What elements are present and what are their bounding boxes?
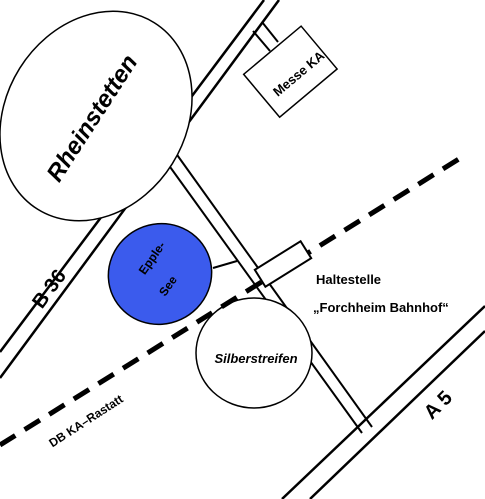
label-silberstreifen: Silberstreifen [214,351,297,366]
lake-epple-see [107,222,213,326]
station-building [253,239,313,289]
road-spur-lake [212,260,238,269]
label-station-line1: Haltestelle [316,272,381,287]
road-a5 [281,305,485,499]
messe-access-road [252,21,279,52]
label-station-line2: „Forchheim Bahnhof“ [313,300,449,315]
label-railway: DB KA–Rastatt [46,392,125,450]
label-a5: A 5 [420,387,457,424]
area-silberstreifen [195,297,313,409]
road-local [159,151,373,434]
area-rheinstetten [0,10,193,222]
messe-box [242,25,339,119]
railway-line [0,154,464,448]
